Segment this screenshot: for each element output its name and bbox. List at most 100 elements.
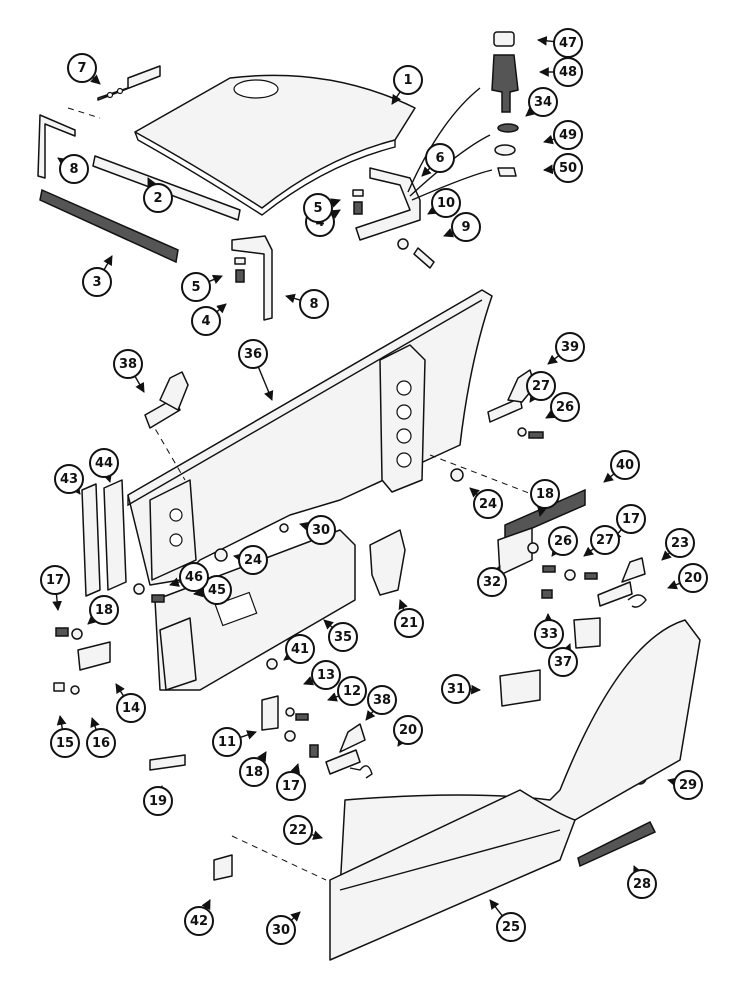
callout-38: 38	[365, 685, 397, 721]
callout-leader	[311, 830, 323, 840]
callout-label: 14	[122, 701, 140, 716]
callout-leader	[257, 366, 274, 401]
callout-circle	[665, 528, 695, 558]
callout-label: 29	[679, 778, 697, 793]
callout-leader	[537, 506, 547, 517]
callout-label: 25	[502, 920, 520, 935]
callout-17: 17	[611, 504, 646, 541]
callout-label: 2	[153, 191, 162, 206]
callout-18: 18	[239, 751, 269, 787]
callout-circle	[393, 715, 423, 745]
callout-label: 26	[554, 534, 572, 549]
callout-label: 23	[671, 536, 689, 551]
callout-leader	[323, 619, 334, 630]
callout-label: 8	[309, 297, 318, 312]
callout-circle	[610, 450, 640, 480]
callout-circle	[239, 757, 269, 787]
callout-circle	[89, 448, 119, 478]
callout-20: 20	[667, 563, 708, 593]
callout-35: 35	[323, 619, 358, 652]
callout-label: 18	[95, 603, 113, 618]
callout-leader	[299, 521, 310, 532]
callout-circle	[50, 728, 80, 758]
block-21	[369, 529, 406, 596]
callout-43: 43	[54, 464, 84, 495]
callout-29: 29	[667, 770, 703, 800]
block-37	[573, 617, 601, 649]
callout-leader	[87, 614, 98, 625]
tray-25	[329, 789, 576, 961]
callout-circle	[283, 815, 313, 845]
callout-leader	[667, 580, 681, 590]
callout-label: 12	[343, 684, 361, 699]
callout-circle	[184, 906, 214, 936]
callout-label: 33	[540, 627, 558, 642]
side-bracket-8-right	[231, 235, 273, 321]
callout-leader	[201, 899, 211, 911]
callout-label: 20	[399, 723, 417, 738]
dash-mid-left	[149, 419, 186, 481]
callout-label: 38	[119, 357, 137, 372]
dash-bottom	[231, 835, 327, 881]
callout-label: 37	[554, 655, 572, 670]
callout-label: 22	[289, 823, 307, 838]
callout-label: 3	[92, 275, 101, 290]
callout-1: 1	[391, 65, 423, 105]
callout-label: 38	[373, 693, 391, 708]
callout-label: 21	[400, 616, 418, 631]
callout-label: 8	[69, 162, 78, 177]
dash-mid-right	[429, 454, 561, 506]
callout-leader	[103, 255, 113, 271]
callout-leader	[147, 177, 157, 189]
callout-circle	[191, 306, 221, 336]
bracket-6	[355, 167, 421, 241]
callout-4: 4	[191, 303, 227, 336]
callout-circle	[337, 676, 367, 706]
callout-circle	[86, 728, 116, 758]
callout-24: 24	[233, 545, 268, 575]
callout-label: 1	[403, 73, 412, 88]
callout-label: 9	[461, 220, 470, 235]
callout-47: 47	[537, 28, 583, 58]
callout-circle	[143, 183, 173, 213]
callout-circle	[425, 143, 455, 173]
strip-28	[577, 820, 657, 868]
callout-leader	[290, 911, 301, 922]
callout-label: 26	[556, 400, 574, 415]
callout-leader	[489, 899, 503, 917]
bracket-32	[497, 527, 533, 576]
callout-circle	[311, 660, 341, 690]
latch-38-lower	[325, 723, 366, 775]
callout-5: 5	[181, 272, 223, 302]
callout-leader	[427, 205, 439, 215]
callout-8: 8	[285, 289, 329, 319]
callout-24: 24	[469, 487, 503, 519]
callout-label: 13	[317, 668, 335, 683]
callout-leader	[525, 106, 536, 117]
callout-25: 25	[489, 899, 526, 942]
callout-26: 26	[548, 526, 578, 557]
callout-34: 34	[525, 87, 558, 117]
callout-50: 50	[543, 153, 583, 183]
callout-leader	[469, 487, 480, 498]
callout-2: 2	[143, 177, 173, 213]
callout-36: 36	[238, 339, 274, 401]
callout-circle	[534, 619, 564, 649]
callout-circle	[550, 392, 580, 422]
callout-circle	[202, 575, 232, 605]
callout-3: 3	[82, 255, 113, 297]
callout-5: 5	[303, 193, 341, 223]
callout-leader	[52, 593, 62, 611]
callout-label: 46	[185, 570, 203, 585]
roof-bracket-7	[97, 65, 161, 101]
callout-30: 30	[266, 911, 301, 945]
callout-leader	[421, 166, 432, 177]
callout-leader	[90, 74, 101, 85]
callout-label: 35	[334, 630, 352, 645]
callout-circle	[590, 525, 620, 555]
callout-circle	[113, 349, 143, 379]
callout-circle	[89, 595, 119, 625]
callout-21: 21	[394, 599, 424, 638]
callout-6: 6	[421, 143, 455, 177]
